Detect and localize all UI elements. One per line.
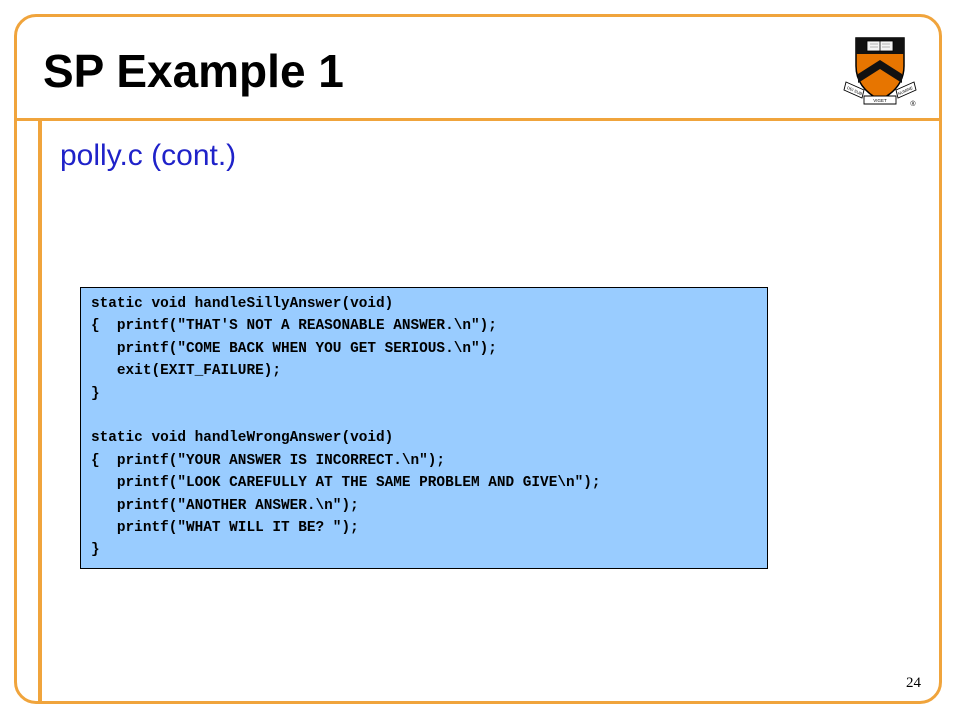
slide-title: SP Example 1	[43, 45, 344, 97]
code-line: static void handleWrongAnswer(void)	[91, 430, 394, 447]
code-block: static void handleSillyAnswer(void) { pri…	[80, 287, 768, 569]
title-underline	[17, 118, 942, 121]
left-accent-bar	[38, 121, 42, 702]
code-line: printf("ANOTHER ANSWER.\n");	[91, 497, 359, 514]
code-line: }	[91, 385, 100, 402]
logo-banner-bottom: VIGET	[873, 98, 887, 103]
logo-banner-left: DEI SUB	[846, 85, 863, 96]
princeton-shield-icon: DEI SUB NUMINE VIGET ®	[843, 37, 917, 108]
code-line: printf("WHAT WILL IT BE? ");	[91, 519, 359, 536]
code-line: static void handleSillyAnswer(void)	[91, 296, 394, 312]
code-line: printf("COME BACK WHEN YOU GET SERIOUS.\…	[91, 340, 497, 357]
code-line: }	[91, 542, 100, 559]
code-line: { printf("YOUR ANSWER IS INCORRECT.\n");	[91, 452, 446, 469]
page-number: 24	[906, 675, 921, 691]
code-line: { printf("THAT'S NOT A REASONABLE ANSWER…	[91, 318, 497, 335]
slide-subtitle: polly.c (cont.)	[60, 139, 237, 172]
logo-banner-right: NUMINE	[897, 85, 914, 96]
code-line: printf("LOOK CAREFULLY AT THE SAME PROBL…	[91, 475, 601, 492]
code-line	[91, 405, 757, 427]
slide-frame	[14, 14, 942, 704]
code-line: exit(EXIT_FAILURE);	[91, 363, 281, 380]
registered-mark: ®	[910, 100, 916, 108]
